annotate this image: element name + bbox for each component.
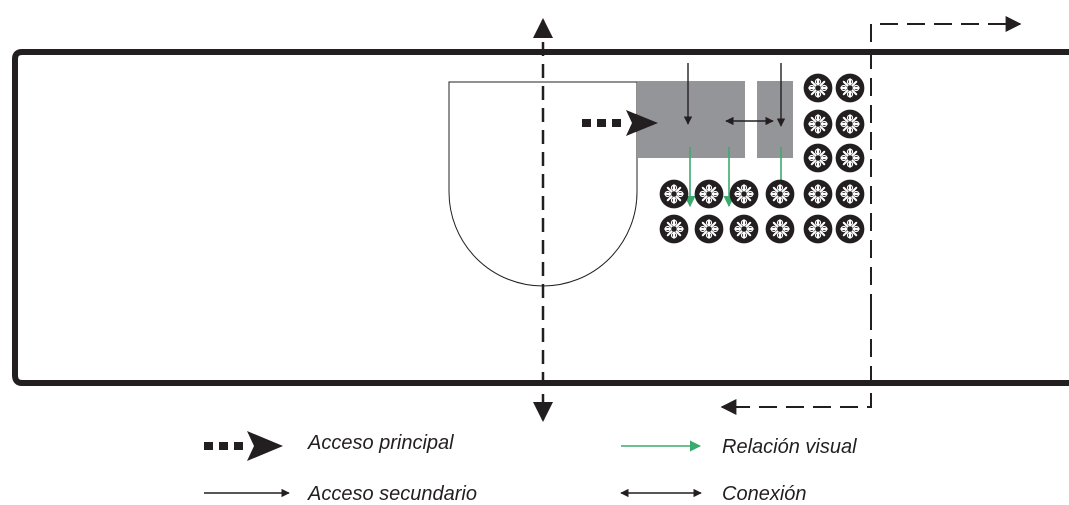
tree-icon [835, 143, 865, 173]
legend-connection-label: Conexión [722, 483, 807, 505]
site-boundary [12, 49, 1069, 386]
legend-secondary-access-label: Acceso secundario [307, 483, 477, 505]
tree-icon [765, 179, 795, 209]
tree-icon [803, 143, 833, 173]
dashed-route-top [870, 16, 1022, 312]
tree-icon [803, 214, 833, 244]
tree-icon [659, 179, 689, 209]
tree-icon [835, 73, 865, 103]
tree-icon [765, 214, 795, 244]
tree-icon [835, 109, 865, 139]
secondary-building [757, 81, 793, 158]
legend-main-access-symbol [204, 431, 283, 461]
tree-icon [803, 73, 833, 103]
tree-icon [729, 214, 759, 244]
main-building [637, 81, 745, 158]
tree-icon [835, 214, 865, 244]
tree-icon [694, 214, 724, 244]
dashed-route-bottom [720, 312, 872, 415]
tree-icon [835, 179, 865, 209]
main-access-arrow [582, 110, 658, 136]
tree-icon [659, 214, 689, 244]
tree-icon [803, 109, 833, 139]
legend-main-access-label: Acceso principal [307, 432, 454, 454]
tree-icon [729, 179, 759, 209]
tree-icon [803, 179, 833, 209]
legend-visual-relation-label: Relación visual [722, 436, 857, 458]
tree-icon [694, 179, 724, 209]
legend: Acceso principal Acceso secundario Relac… [204, 431, 857, 505]
